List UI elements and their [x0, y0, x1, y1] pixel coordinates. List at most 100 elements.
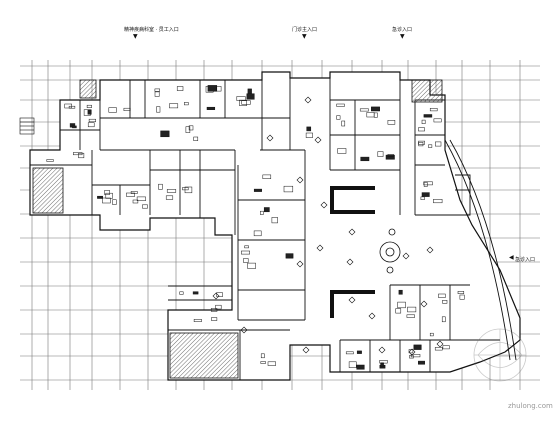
column-diamond — [426, 246, 434, 254]
fixture-block — [72, 125, 77, 129]
entry-arrow-right: ◀ — [509, 254, 514, 261]
fixture-block — [154, 91, 160, 97]
fixture-block — [136, 196, 146, 201]
fixture-block — [418, 360, 425, 365]
fixture-block — [184, 186, 193, 194]
entry-arrow-top-right: ▼ — [400, 33, 405, 40]
fixture-block — [108, 107, 117, 113]
column-diamond — [240, 326, 248, 334]
fixture-block — [433, 118, 442, 123]
column-diamond — [212, 292, 220, 300]
fixture-block — [433, 199, 443, 204]
fixture-block — [253, 230, 262, 237]
column-diamond — [402, 252, 410, 260]
fixture-block — [423, 182, 428, 187]
fixture-block — [210, 308, 218, 312]
entry-arrow-top-center: ▼ — [302, 33, 307, 40]
fixture-block — [193, 136, 199, 141]
entry-label-right: 急诊入口 — [515, 257, 536, 263]
fixture-block — [246, 93, 255, 100]
entry-arrow-top-left: ▼ — [133, 33, 138, 40]
fixture-block — [442, 300, 448, 304]
fixture-block — [253, 188, 262, 192]
fixture-block — [193, 319, 202, 322]
fixture-block — [459, 294, 465, 300]
column-diamond — [296, 260, 304, 268]
fixture-block — [395, 308, 402, 314]
fixture-block — [283, 185, 294, 193]
column-diamond — [302, 346, 310, 354]
fixture-block — [336, 103, 345, 107]
fixture-block — [423, 181, 433, 186]
entry-label-top-right: 急诊入口 — [392, 27, 413, 33]
fixture-block — [188, 125, 194, 131]
entrance-steps — [19, 117, 35, 135]
fixture-block — [215, 304, 222, 310]
fixture-block — [260, 210, 264, 215]
fixture-block — [423, 114, 433, 118]
fixture-block — [102, 197, 111, 204]
fixture-block — [387, 120, 396, 125]
fixture-block — [260, 353, 265, 359]
fixture-block — [409, 355, 414, 359]
fixture-block — [408, 349, 414, 354]
column-markers — [212, 96, 444, 356]
fixture-block — [130, 191, 138, 194]
fixture-block — [360, 156, 370, 162]
fixture-block — [441, 316, 446, 323]
fixture-block — [336, 115, 341, 120]
fixture-block — [68, 105, 76, 109]
circular-features — [379, 228, 401, 274]
fixture-block — [356, 364, 365, 370]
entry-label-top-left: 精神疾病科室 · 员工入口 — [124, 27, 179, 33]
fixture-block — [435, 141, 442, 147]
fixture-block — [407, 306, 417, 313]
fixture-block — [216, 86, 222, 92]
core-walls — [330, 186, 375, 318]
fixture-block — [442, 345, 450, 350]
fixture-block — [337, 148, 347, 154]
watermark-logo — [473, 328, 527, 382]
fixture-block — [78, 152, 85, 159]
fixture-block — [434, 347, 443, 351]
column-diamond — [296, 176, 304, 184]
entry-label-top-center: 门诊主入口 — [292, 27, 318, 33]
column-diamond — [436, 340, 444, 348]
fixture-block — [112, 199, 117, 205]
fixture-block — [262, 174, 272, 179]
fixture-block — [406, 314, 415, 318]
fixture-block — [341, 120, 346, 127]
column-diamond — [348, 296, 356, 304]
fixture-block — [126, 192, 135, 197]
fixture-block — [418, 127, 425, 132]
fixture-block — [169, 103, 179, 109]
fixture-block — [429, 332, 434, 337]
fixture-block — [429, 108, 438, 112]
column-diamond — [314, 136, 322, 144]
fixture-block — [123, 107, 131, 111]
fixture-block — [247, 88, 252, 94]
fixture-block — [73, 152, 83, 156]
fixture-block — [87, 109, 92, 115]
fixture-block — [345, 351, 354, 355]
fixture-block — [271, 217, 278, 224]
fixture-block — [356, 350, 362, 354]
fixture-block — [207, 85, 218, 92]
fixture-block — [428, 144, 433, 148]
column-diamond — [346, 258, 354, 266]
fixture-block — [176, 86, 184, 91]
interior-walls — [30, 78, 500, 380]
fixture-block — [88, 118, 96, 123]
fixture-block — [380, 362, 384, 367]
hatched-zones — [32, 79, 443, 379]
fixture-block — [156, 106, 161, 113]
fixture-block — [397, 301, 406, 309]
watermark-text: zhulong.com — [508, 402, 553, 410]
fixture-block — [132, 199, 139, 204]
fixture-block — [166, 189, 177, 193]
fixture-block — [241, 250, 250, 255]
fixture-block — [305, 132, 313, 138]
fixture-block — [373, 112, 378, 118]
